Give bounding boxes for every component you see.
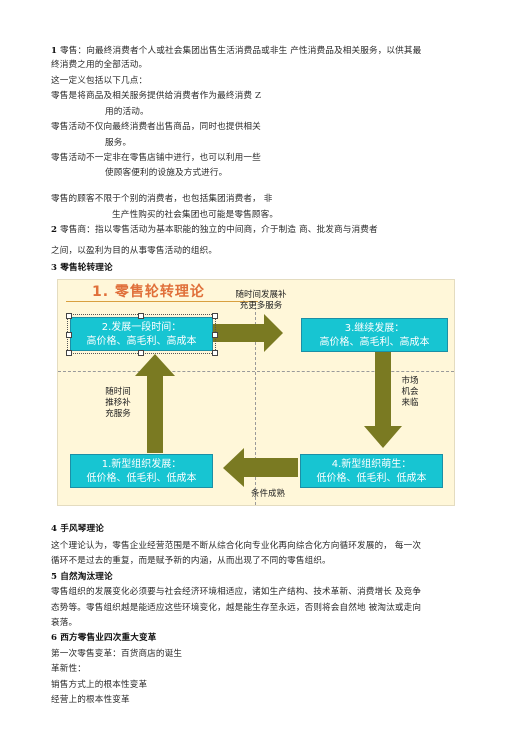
para4-line2: 循环不是过去的重复，而是赋予新的内涵，从而出现了不同的零售组织。 [51,556,331,566]
box-stage-2[interactable]: 2.发展一段时间： 高价格、高毛利、高成本 [67,314,216,354]
selection-handle[interactable] [138,350,144,356]
note-market-opportunity: 市场 机会 来临 [395,376,425,409]
para1-line10: 零售的顾客不限于个别的消费者，也包括集团消费者， 非 [51,194,273,204]
heading-accordion-theory: 4 手风琴理论 [51,524,104,534]
para2-line2: 之间，以盈利为目的从事零售活动的组织。 [51,246,218,256]
box-stage-4-line1: 4.新型组织萌生： [331,459,412,470]
para4-line1: 这个理论认为，零售企业经营范围是不断从综合化向专业化再向综合化方向循环发展的， … [51,541,422,551]
para1-number: 1 [51,46,58,56]
diagram-title-underline [66,301,258,302]
note-right-line3: 来临 [401,398,419,408]
para1-line11: 生产性购买的社会集团也可能是零售顾客。 [112,210,279,220]
para1-line7: 服务。 [105,138,132,148]
note-add-services-over-time: 随时间 推移补 充服务 [100,387,136,420]
box-stage-4-line2: 低价格、低毛利、低成本 [316,473,427,484]
para1-line3: 这一定义包括以下几点： [51,76,148,86]
arrow-up-left [135,354,175,453]
heading-natural-selection: 5 自然淘汰理论 [51,572,113,582]
selection-handle[interactable] [212,332,218,338]
note-left-line1: 随时间 [105,387,131,397]
box-stage-4[interactable]: 4.新型组织萌生： 低价格、低毛利、低成本 [300,454,443,488]
box-stage-1-line2: 低价格、低毛利、低成本 [86,473,197,484]
diagram-arrows [135,314,402,487]
para1-line6: 零售活动不仅向最终消费者出售商品，同时也提供相关 [51,122,261,132]
para2-line1: 2 零售商：指以零售活动为基本职能的独立的中间商，介于制造 商、批发商与消费者 [51,224,378,236]
para6-line2: 革新性： [51,664,86,674]
selection-handle[interactable] [138,313,144,319]
heading-wheel-theory: 3 零售轮转理论 [51,263,113,273]
para1-line1-text: 零售：向最终消费者个人或社会集团出售生活消费品或非生 产性消费品及相关服务，以供… [60,46,422,56]
box-stage-3-line1: 3.继续发展： [344,323,405,334]
para6-line1: 第一次零售变革：百货商店的诞生 [51,649,183,659]
note-top-line1: 随时间发展补 [235,290,287,300]
para1-line8: 零售活动不一定非在零售店铺中进行，也可以利用一些 [51,153,261,163]
para5-line1: 零售组织的发展变化必须要与社会经济环境相适应，诸如生产结构、技术革新、消费增长 … [51,587,422,597]
para2-number: 2 [51,225,58,235]
box-stage-2-line2: 高价格、高毛利、高成本 [86,336,197,347]
para5-line3: 衰落。 [51,618,78,628]
note-conditions-mature: 条件成熟 [250,489,285,499]
note-left-line2: 推移补 [105,398,131,408]
wheel-of-retailing-diagram: 1. 零售轮转理论 2.发展一段时间： 高价格、高毛利、高成本 3.继续发展： … [57,279,455,506]
box-stage-1[interactable]: 1.新型组织发展： 低价格、低毛利、低成本 [70,454,213,488]
box-stage-1-line1: 1.新型组织发展： [101,459,182,470]
selection-handle[interactable] [212,313,218,319]
para1-line5: 用的活动。 [105,107,149,117]
box-stage-3[interactable]: 3.继续发展： 高价格、高毛利、高成本 [301,318,448,352]
para1-line4: 零售是将商品及相关服务提供给消费者作为最终消费 Z [51,91,262,101]
diagram-title: 1. 零售轮转理论 [92,284,205,300]
para1-line1: 1 零售：向最终消费者个人或社会集团出售生活消费品或非生 产性消费品及相关服务，… [51,45,421,57]
para2-line1-text: 零售商：指以零售活动为基本职能的独立的中间商，介于制造 商、批发商与消费者 [60,225,378,235]
note-right-line1: 市场 [401,376,419,386]
selection-handle[interactable] [66,332,72,338]
selection-handle[interactable] [66,350,72,356]
note-top-line2: 充更多服务 [239,301,283,311]
para6-line3: 销售方式上的根本性变革 [51,680,148,690]
para1-line9: 使顾客便利的设施及方式进行。 [105,168,228,178]
note-add-more-services: 随时间发展补 充更多服务 [223,290,299,312]
box-stage-3-line2: 高价格、高毛利、高成本 [319,337,430,348]
note-left-line3: 充服务 [105,409,131,419]
box-stage-2-line1: 2.发展一段时间： [101,322,182,333]
para6-line4: 经营上的根本性变革 [51,695,130,705]
note-right-line2: 机会 [401,387,419,397]
dashed-divider-vertical [255,302,256,505]
selection-handle[interactable] [212,350,218,356]
para1-line2: 终消费之用的全部活动。 [51,60,148,70]
dashed-divider-horizontal [58,371,454,372]
heading-four-revolutions: 6 西方零售业四次重大变革 [51,633,157,643]
arrow-right-top [209,314,283,352]
selection-handle[interactable] [66,313,72,319]
para5-line2: 态势等。零售组织越是能适应这些环境变化，越是能生存至永远，否则将会自然地 被淘汰… [51,603,422,613]
arrow-left-bottom [223,448,298,487]
arrow-down-right [364,347,402,448]
